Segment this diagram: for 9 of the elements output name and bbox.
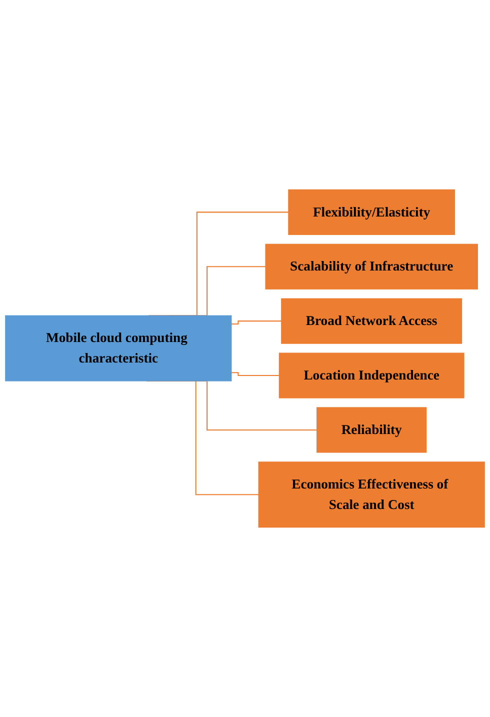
node-box: Broad Network Access (281, 298, 462, 344)
node-box: Flexibility/Elasticity (288, 189, 456, 235)
connector (231, 372, 280, 376)
node-box: Economics Effectiveness of Scale and Cost (258, 462, 485, 528)
connector (231, 320, 282, 324)
node-box: Location Independence (278, 352, 464, 398)
node-box: Mobile cloud computing characteristic (5, 315, 232, 382)
node-box: Scalability of Infrastructure (265, 244, 478, 290)
node-box: Reliability (316, 407, 427, 453)
